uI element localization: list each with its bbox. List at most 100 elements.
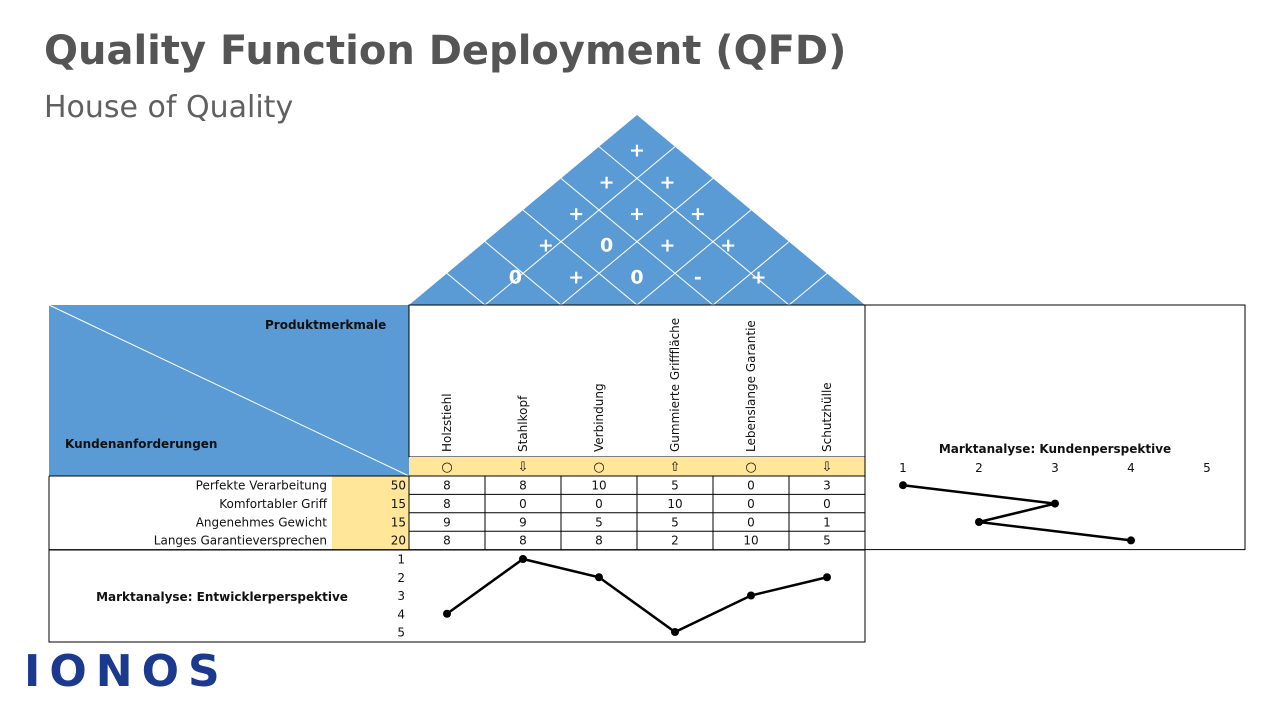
feature-name: Verbindung xyxy=(592,383,606,452)
weight-column xyxy=(332,476,409,550)
roof-grid-line xyxy=(522,209,638,306)
matrix-cell-value: 0 xyxy=(747,497,755,511)
roof-correlation-symbol: + xyxy=(568,203,584,225)
matrix-cell-value: 10 xyxy=(591,479,606,493)
requirement-weight: 15 xyxy=(391,515,406,529)
matrix-cell-value: 5 xyxy=(823,534,831,548)
feature-direction: ○ xyxy=(441,460,452,475)
feature-name: Stahlkopf xyxy=(516,395,530,452)
matrix-cell-value: 2 xyxy=(671,534,679,548)
matrix-cell-value: 8 xyxy=(443,534,451,548)
roof-grid-line xyxy=(446,272,486,306)
requirement-weight: 50 xyxy=(391,479,406,493)
feature-direction: ⇩ xyxy=(822,460,833,475)
customer-point xyxy=(1127,536,1135,545)
roof-grid-line xyxy=(636,209,752,306)
feature-direction: ⇧ xyxy=(670,460,681,475)
corner-top-label: Produktmerkmale xyxy=(265,318,386,332)
matrix-cell-value: 0 xyxy=(747,479,755,493)
roof-grid-line xyxy=(484,146,676,306)
customer-point xyxy=(975,518,983,526)
matrix-cell-value: 0 xyxy=(595,497,603,511)
customer-analysis-title: Marktanalyse: Kundenperspektive xyxy=(939,442,1171,456)
customer-axis-tick: 4 xyxy=(1127,461,1135,475)
customer-axis-tick: 2 xyxy=(975,461,983,475)
matrix-cell-value: 8 xyxy=(519,534,527,548)
roof-triangle xyxy=(409,115,865,305)
feature-direction: ○ xyxy=(745,460,756,475)
customer-point xyxy=(1051,499,1059,508)
roof-correlation-symbol: 0 xyxy=(600,235,613,257)
developer-point xyxy=(443,609,451,618)
corner-diagonal xyxy=(48,304,410,477)
feature-name: Lebenslange Garantie xyxy=(744,320,758,452)
roof-correlation-symbol: + xyxy=(720,235,736,257)
feature-name: Gummierte Grifffläche xyxy=(668,318,682,452)
requirement-name: Perfekte Verarbeitung xyxy=(196,479,327,493)
matrix-cell-value: 1 xyxy=(823,515,831,529)
developer-axis-tick: 3 xyxy=(397,589,405,603)
developer-analysis-frame xyxy=(48,549,866,643)
roof-correlation-symbol: + xyxy=(751,266,767,288)
matrix-cell-value: 8 xyxy=(443,479,451,493)
corner-bottom-label: Kundenanforderungen xyxy=(65,437,217,451)
matrix-cell-value: 10 xyxy=(667,497,682,511)
feature-name: Schutzhülle xyxy=(820,382,834,452)
developer-axis-tick: 5 xyxy=(397,626,405,640)
matrix-cell-value: 3 xyxy=(823,479,831,493)
requirement-name: Angenehmes Gewicht xyxy=(196,515,328,529)
roof-correlation-symbol: + xyxy=(568,266,584,288)
roof-correlation-symbol: + xyxy=(659,171,675,193)
roof-correlation-symbol: 0 xyxy=(630,266,643,288)
roof-grid-line xyxy=(598,146,790,306)
developer-analysis-title: Marktanalyse: Entwicklerperspektive xyxy=(96,590,348,604)
requirement-name: Komfortabler Griff xyxy=(219,497,328,511)
feature-direction: ⇩ xyxy=(518,460,529,475)
matrix-cell-value: 8 xyxy=(443,497,451,511)
matrix-cell-value: 5 xyxy=(671,479,679,493)
roof-correlation-symbol: + xyxy=(629,140,645,162)
page-subtitle: House of Quality xyxy=(44,90,294,125)
matrix-cell-value: 9 xyxy=(519,515,527,529)
matrix-cell-value: 8 xyxy=(595,534,603,548)
roof-correlation-symbol: + xyxy=(690,203,706,225)
roof-correlation-symbol: + xyxy=(629,203,645,225)
roof-correlation-symbol: + xyxy=(659,235,675,257)
developer-point xyxy=(595,573,603,582)
matrix-cell-value: 5 xyxy=(671,515,679,529)
direction-row xyxy=(409,457,865,476)
requirement-name: Langes Garantieversprechen xyxy=(154,534,327,548)
developer-line xyxy=(446,557,828,634)
feature-name: Holzstiehl xyxy=(440,393,454,452)
roof-grid-line xyxy=(484,241,562,306)
customer-point xyxy=(899,481,907,490)
customer-axis-tick: 5 xyxy=(1203,461,1211,475)
feature-direction: ○ xyxy=(593,460,604,475)
developer-axis-tick: 1 xyxy=(397,553,405,567)
roof-correlation-symbol: + xyxy=(538,235,554,257)
roof-correlation-symbol: - xyxy=(694,266,702,288)
developer-point xyxy=(671,628,679,636)
page-title: Quality Function Deployment (QFD) xyxy=(44,28,847,74)
developer-point xyxy=(519,555,527,563)
matrix-cell-value: 0 xyxy=(747,515,755,529)
ionos-logo: IONOS xyxy=(24,646,229,697)
requirement-weight: 15 xyxy=(391,497,406,511)
matrix-cell-value: 10 xyxy=(743,534,758,548)
matrix-cell-value: 5 xyxy=(595,515,603,529)
developer-point xyxy=(823,573,831,582)
matrix-cell-value: 0 xyxy=(823,497,831,511)
roof-grid-line xyxy=(788,272,828,306)
roof-grid-line xyxy=(560,177,714,306)
developer-point xyxy=(747,591,755,600)
feature-header-area xyxy=(408,304,866,458)
customer-analysis-frame xyxy=(864,304,1246,551)
matrix-cell-value: 9 xyxy=(443,515,451,529)
roof-correlation-symbol: + xyxy=(599,171,615,193)
matrix-cell-value: 0 xyxy=(519,497,527,511)
matrix-cell-value: 8 xyxy=(519,479,527,493)
roof-correlation-symbol: 0 xyxy=(509,266,522,288)
developer-axis-tick: 2 xyxy=(397,571,405,585)
customer-axis-tick: 3 xyxy=(1051,461,1059,475)
